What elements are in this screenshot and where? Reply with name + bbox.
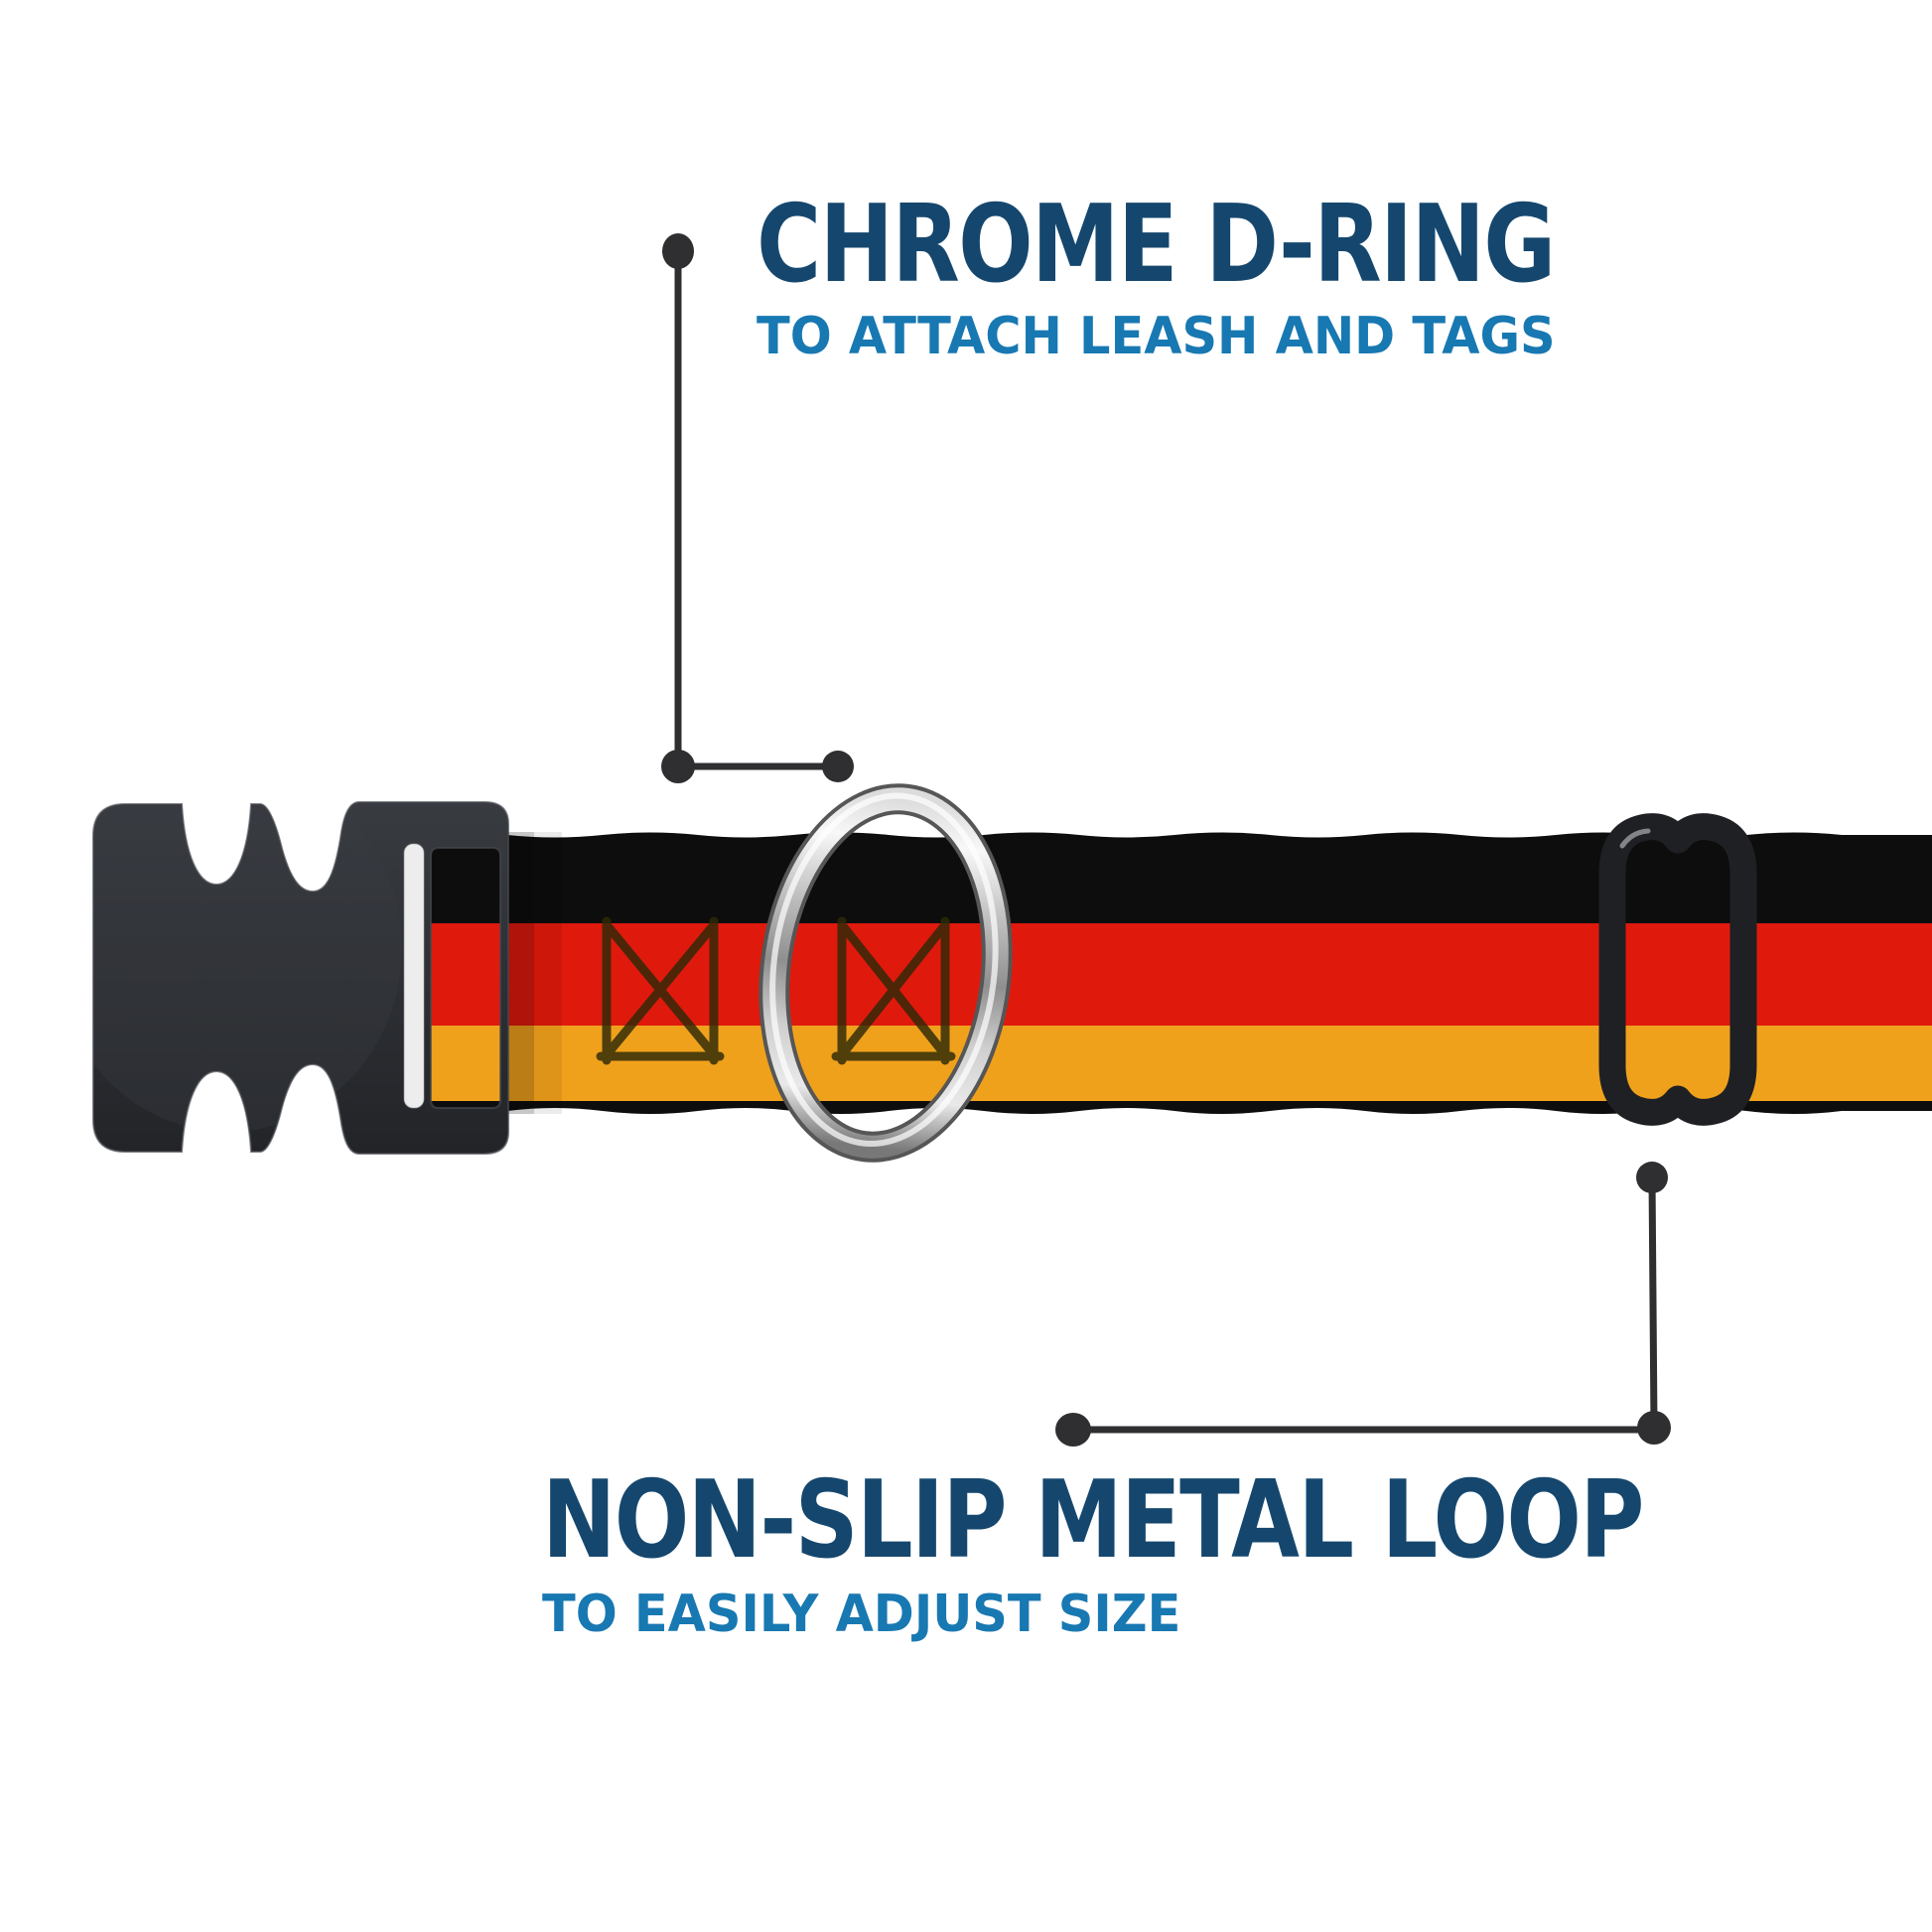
slider-highlight <box>1619 828 1651 849</box>
buckle-shadow <box>508 832 534 1114</box>
callout-dot <box>662 233 694 269</box>
loop-callout-lines <box>1073 1176 1658 1434</box>
callout-dot <box>1637 1411 1671 1445</box>
loop-callout-title: NON-SLIP METAL LOOP <box>542 1458 1644 1583</box>
metal-slider-loop <box>1598 813 1757 1126</box>
slider-outline <box>1598 813 1757 1126</box>
chrome-d-ring <box>759 783 1013 1163</box>
callout-dot <box>1055 1413 1091 1447</box>
loop-callout-vertical-line <box>1648 1176 1658 1429</box>
loop-callout-dots <box>1055 1162 1671 1447</box>
buckle-shadow-soft <box>534 832 562 1114</box>
dring-callout-title: CHROME D-RING <box>757 183 1556 307</box>
dring-callout-subtitle: TO ATTACH LEASH AND TAGS <box>757 307 1556 366</box>
callout-dot <box>822 751 854 782</box>
buckle-slot-gap <box>403 843 425 1109</box>
d-ring-highlight <box>769 792 999 1147</box>
box-stitch-right <box>831 916 956 1065</box>
callout-dot <box>661 750 695 783</box>
dring-callout-dots <box>661 233 854 783</box>
flag-red-stripe <box>412 923 1932 1026</box>
dring-callout-lines <box>674 251 838 770</box>
collar-webbing <box>412 832 1932 1114</box>
callout-dot <box>1636 1162 1668 1193</box>
loop-callout-subtitle: TO EASILY ADJUST SIZE <box>542 1585 1181 1644</box>
box-stitch-left <box>596 916 725 1065</box>
flag-gold-stripe <box>412 1026 1932 1101</box>
